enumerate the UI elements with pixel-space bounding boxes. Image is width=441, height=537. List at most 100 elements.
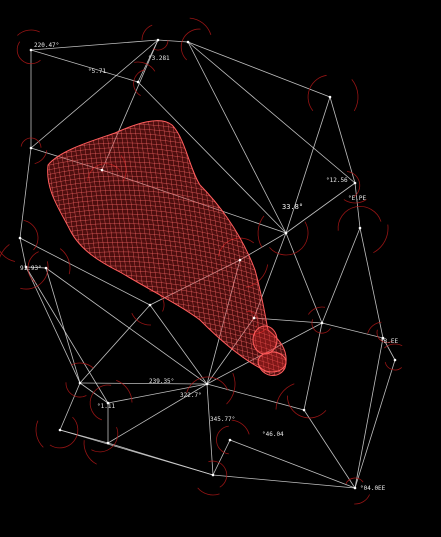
graph-node	[302, 408, 306, 412]
graph-edge	[253, 317, 323, 324]
graph-edge	[329, 96, 356, 184]
graph-edge	[206, 383, 214, 476]
graph-node	[358, 226, 362, 230]
angle-label: °04.0EE	[360, 485, 386, 492]
graph-edge	[79, 382, 208, 385]
mesh-toe	[252, 325, 278, 355]
angle-arc	[141, 24, 153, 41]
graph-edge	[212, 439, 231, 476]
angle-arc	[343, 199, 367, 204]
graph-node	[106, 401, 110, 405]
angle-label: °3.EE	[380, 338, 398, 345]
angle-arc	[91, 426, 119, 453]
graph-edge	[321, 322, 384, 339]
angle-arc	[311, 319, 331, 334]
mesh-line	[294, 100, 334, 390]
mesh-line	[299, 100, 339, 390]
angle-arc	[23, 220, 39, 251]
graph-edge	[206, 317, 255, 385]
angle-arc	[346, 171, 361, 198]
graph-node	[211, 473, 215, 477]
graph-edge	[30, 39, 159, 149]
angle-label: 322.7°	[180, 392, 202, 399]
angle-arc	[275, 383, 295, 410]
graph-node	[100, 168, 104, 172]
graph-node	[156, 38, 160, 42]
graph-node	[148, 303, 152, 307]
graph-edge	[25, 266, 47, 269]
angle-arc	[83, 440, 97, 465]
graph-node	[353, 181, 357, 185]
graph-edge	[19, 237, 27, 268]
graph-node	[58, 428, 62, 432]
angle-arc	[34, 150, 48, 164]
angle-arc	[269, 221, 309, 256]
graph-edge	[253, 232, 287, 319]
graph-node	[393, 358, 397, 362]
graph-edge	[285, 232, 323, 324]
angle-label: °5.71	[88, 68, 106, 75]
graph-node	[284, 231, 288, 235]
graph-edge	[59, 382, 81, 431]
graph-node	[106, 441, 110, 445]
angle-arc	[307, 74, 327, 112]
angle-arc	[226, 372, 236, 405]
graph-node	[18, 236, 22, 240]
graph-edges	[19, 39, 396, 489]
mesh-line	[47, 369, 287, 376]
graph-edge	[157, 39, 189, 43]
angle-arc	[65, 382, 87, 398]
graph-edge	[59, 429, 214, 476]
graph-edge	[285, 182, 356, 234]
graph-edge	[30, 49, 139, 83]
angle-label: °12.56	[326, 177, 348, 184]
angle-label: 345.77°	[210, 416, 235, 423]
graph-edge	[45, 267, 208, 385]
angle-arc	[70, 362, 94, 369]
angle-arc	[0, 244, 10, 258]
angle-arc	[16, 41, 41, 65]
angle-arc	[27, 251, 39, 283]
graph-edge	[359, 227, 384, 339]
graph-edge	[30, 147, 103, 171]
angle-arc	[231, 419, 250, 435]
graph-node	[44, 266, 48, 270]
angle-arcs	[0, 17, 403, 505]
graph-node	[205, 382, 209, 386]
graph-edge	[137, 81, 287, 234]
graph-node	[78, 381, 82, 385]
angle-arc	[337, 206, 382, 231]
angle-label: °46.04	[262, 431, 284, 438]
angle-arc	[384, 361, 402, 371]
graph-node	[136, 80, 140, 84]
angle-arc	[197, 487, 220, 496]
graph-node	[24, 265, 28, 269]
angle-arc	[0, 250, 16, 262]
graph-node	[29, 48, 33, 52]
graph-edge	[239, 232, 287, 261]
angle-arc	[373, 224, 389, 254]
angle-label: 33.8°	[282, 203, 303, 211]
graph-edge	[321, 227, 361, 324]
graph-edge	[212, 474, 356, 489]
graph-edge	[101, 39, 159, 171]
graph-edge	[187, 41, 331, 98]
mesh-line	[279, 120, 287, 376]
angle-arc	[152, 39, 169, 51]
graph-edge	[30, 39, 159, 51]
angle-label: °1.11	[97, 403, 115, 410]
angle-arc	[286, 395, 327, 419]
graph-edge	[285, 96, 331, 234]
angle-arc	[134, 61, 156, 72]
angle-arc	[208, 460, 228, 488]
angle-arc	[351, 79, 359, 112]
graph-edge	[303, 409, 356, 489]
angle-arc	[89, 384, 112, 421]
graph-edge	[45, 267, 81, 384]
graph-edge	[354, 182, 361, 229]
angle-arc	[384, 343, 403, 349]
angle-arc	[49, 416, 79, 449]
mesh-line	[47, 120, 85, 376]
angle-arc	[180, 28, 201, 61]
